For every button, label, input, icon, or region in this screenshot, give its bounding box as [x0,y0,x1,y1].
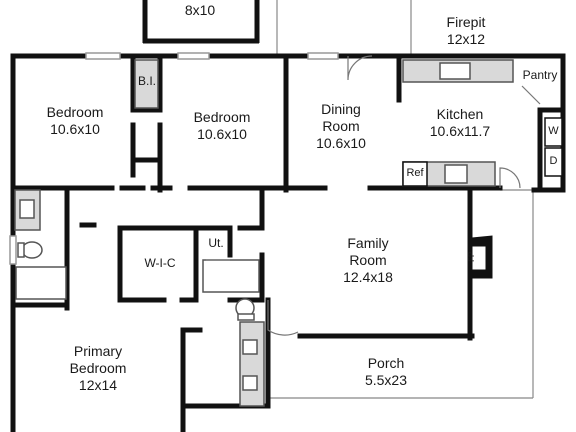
porch-name: Porch [367,355,405,371]
primary-name-2: Bedroom [69,359,127,376]
door-swings [206,55,541,336]
washer-label: W [545,125,562,138]
fireplace-name: FP [467,251,477,262]
porch-label: Porch 5.5x23 [346,355,426,389]
bi-label: B.I. [134,74,160,88]
top-room-label: 8x10 [170,2,230,19]
family-name-2: Room [349,251,387,268]
fixtures [14,59,563,407]
utility-label: Ut. [202,236,230,250]
dryer-name: D [549,155,558,167]
firepit-dims: 12x12 [446,30,486,47]
primary-label: Primary Bedroom 12x14 [52,343,144,393]
kitchen-name: Kitchen [436,106,484,122]
firepit-name: Firepit [446,14,486,30]
dining-dims: 10.6x10 [316,134,366,151]
ref-name: Ref [406,167,424,179]
top-room-walls [142,0,260,44]
wic-label: W-I-C [136,256,184,270]
bedroom-mid-label: Bedroom 10.6x10 [176,109,268,143]
kitchen-dims: 10.6x11.7 [429,122,491,139]
ref-label: Ref [403,167,427,180]
family-label: Family Room 12.4x18 [318,235,418,285]
washer-name: W [548,125,559,137]
kitchen-label: Kitchen 10.6x11.7 [414,106,506,140]
bedroom-mid-dims: 10.6x10 [197,125,247,142]
firepit-label: Firepit 12x12 [420,14,512,48]
wic-name: W-I-C [144,256,176,270]
dining-name-2: Room [322,117,360,134]
bedroom-left-dims: 10.6x10 [50,120,100,137]
dining-name-1: Dining [321,101,361,117]
walls [10,53,566,432]
bedroom-left-label: Bedroom 10.6x10 [30,104,120,138]
windows [9,52,339,265]
fireplace-label: FP [467,249,477,265]
family-dims: 12.4x18 [343,268,393,285]
primary-name-1: Primary [73,343,123,359]
utility-name: Ut. [208,236,224,250]
dryer-label: D [545,155,562,168]
patio-lines [270,0,534,399]
porch-dims: 5.5x23 [364,371,408,388]
family-name-1: Family [347,235,389,251]
fireplace-shape [471,235,493,279]
bi-name: B.I. [137,74,156,88]
bedroom-mid-name: Bedroom [193,109,251,125]
pantry-name: Pantry [522,68,558,82]
top-room-dims: 8x10 [184,2,216,18]
bedroom-left-name: Bedroom [46,104,104,120]
dining-label: Dining Room 10.6x10 [300,101,382,151]
pantry-label: Pantry [514,68,566,82]
primary-dims: 12x14 [78,376,118,393]
